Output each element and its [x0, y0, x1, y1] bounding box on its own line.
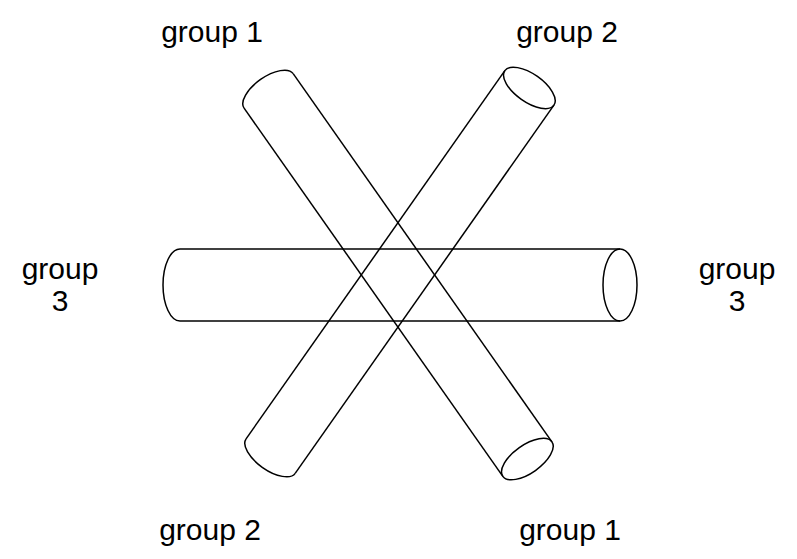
- group-label: group 1: [161, 16, 263, 48]
- group-label: group 2: [159, 514, 261, 546]
- cylinder: [236, 62, 560, 488]
- cylinder: [163, 249, 637, 321]
- group-label: group 3: [689, 253, 785, 317]
- group-label: group 2: [516, 16, 618, 48]
- group-label: group 1: [519, 514, 621, 546]
- group-label: group 3: [12, 253, 108, 317]
- cylinder: [238, 59, 562, 485]
